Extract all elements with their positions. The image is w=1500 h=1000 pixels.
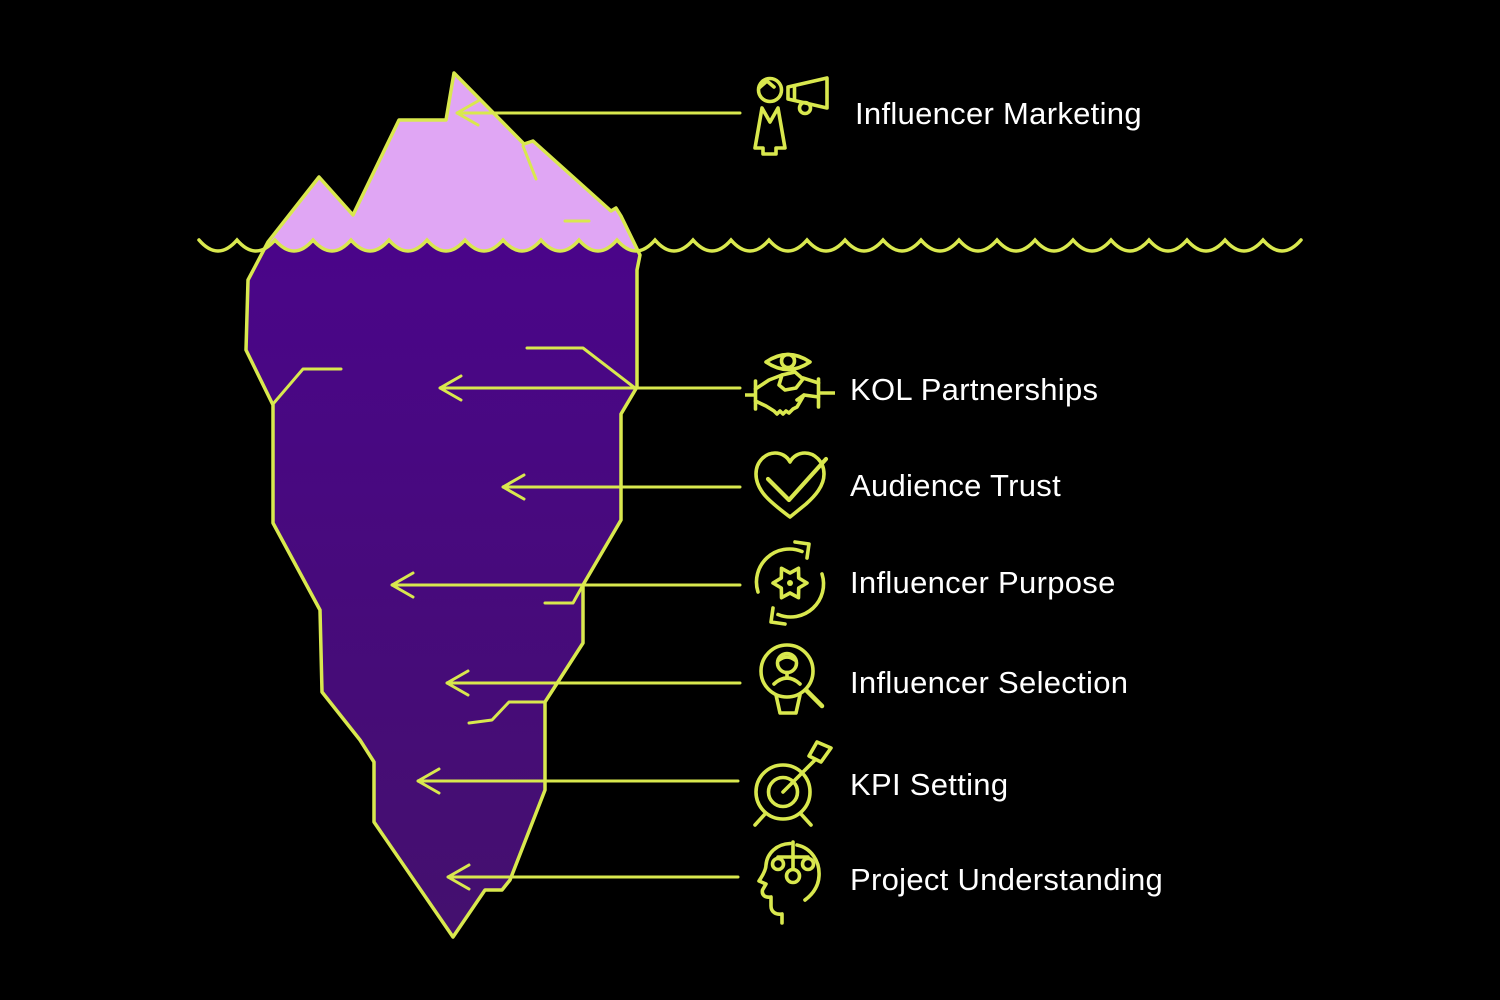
iceberg-crack-lines [271,144,637,725]
arrow-project-understanding [446,863,740,891]
iceberg-outline [244,71,642,939]
iceberg-above-water-cap [246,73,640,251]
arrow-audience-trust [501,473,742,501]
eye-handshake-icon [745,352,835,416]
item-label: KPI Setting [850,767,1009,802]
legend-row-kol-partnerships: KOL Partnerships [745,345,1098,435]
crack-line [467,700,547,725]
sync-gear-icon [754,540,826,626]
item-label: KOL Partnerships [850,372,1099,407]
target-arrow-icon [753,740,833,827]
crack-line [521,144,538,181]
person-megaphone-icon [753,76,829,156]
legend-row-influencer-selection: Influencer Selection [745,638,1128,728]
arrow-influencer-marketing [455,99,742,127]
iceberg-underwater-body [246,73,640,937]
legend-row-kpi-setting: KPI Setting [745,740,1008,830]
arrow-kpi-setting [416,767,740,795]
head-scales-icon [757,840,821,925]
person-magnifier-icon [759,643,825,715]
heart-check-icon [754,451,829,519]
legend-row-project-understanding: Project Understanding [745,835,1163,925]
legend-row-influencer-marketing: Influencer Marketing [745,66,1142,161]
item-label: Audience Trust [850,468,1061,503]
arrow-kol-partnerships [438,374,742,402]
item-label: Influencer Marketing [855,95,1142,131]
arrow-influencer-selection [445,669,742,697]
item-label: Influencer Purpose [850,565,1116,600]
crack-line [271,367,343,406]
water-line [197,237,1303,253]
crack-line [525,346,637,390]
arrow-influencer-purpose [390,571,742,599]
legend-row-audience-trust: Audience Trust [745,441,1061,531]
legend-row-influencer-purpose: Influencer Purpose [745,538,1116,628]
crack-line [543,583,585,605]
item-label: Project Understanding [850,862,1164,897]
item-label: Influencer Selection [850,665,1129,700]
